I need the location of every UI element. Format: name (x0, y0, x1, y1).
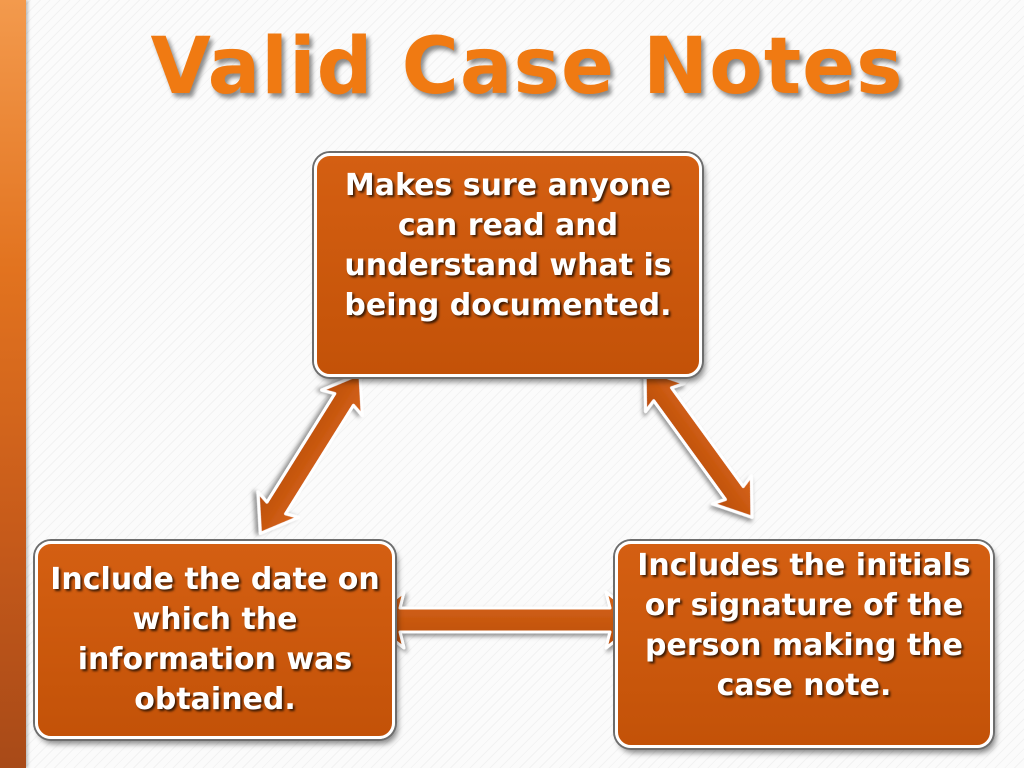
connector-arrow-top-left (256, 372, 364, 535)
decorative-side-bar (0, 0, 26, 768)
diagram-node-date: Include the date on which the informatio… (35, 541, 395, 739)
node-signature-text: Includes the initials or signature of th… (637, 548, 971, 703)
node-readability-text: Makes sure anyone can read and understan… (344, 168, 672, 323)
slide-title: Valid Case Notes (150, 22, 904, 112)
diagram-node-readability: Makes sure anyone can read and understan… (314, 153, 702, 377)
connector-arrow-top-right (643, 368, 754, 519)
node-date-text: Include the date on which the informatio… (50, 562, 380, 717)
connector-arrow-left-right (366, 590, 644, 650)
diagram-node-signature: Includes the initials or signature of th… (615, 541, 993, 748)
